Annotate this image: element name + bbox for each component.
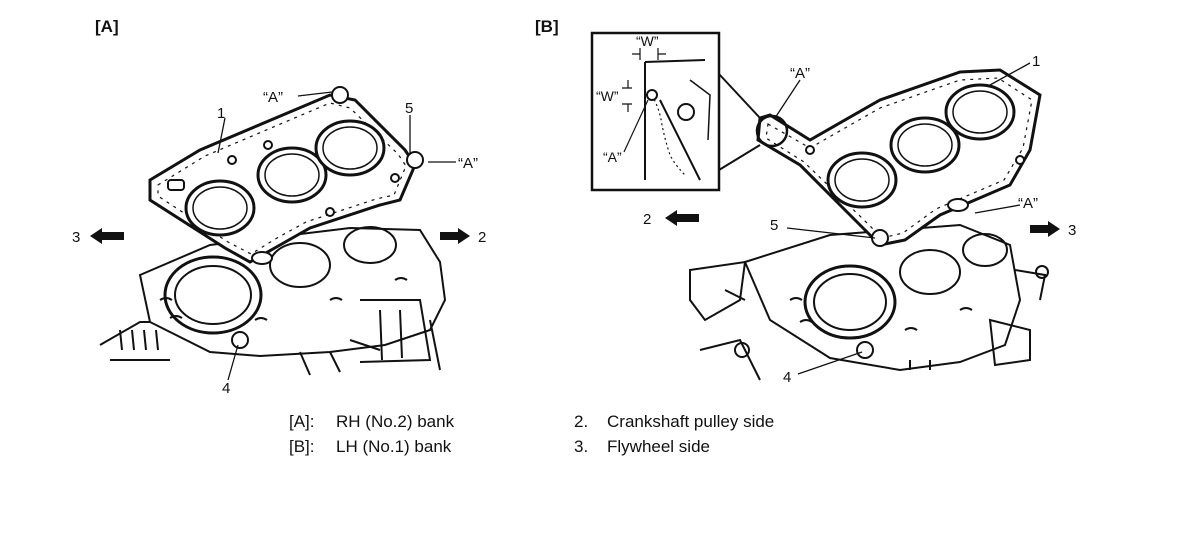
panel-b-inset-w-top: “W”	[636, 33, 659, 49]
panel-b-arrow-right-icon	[1030, 221, 1060, 237]
panel-b-num-5: 5	[770, 217, 778, 234]
legend-item-3: 3. Flywheel side	[574, 436, 774, 461]
panel-b-head-gasket	[755, 68, 1042, 247]
legend-key: 2.	[574, 412, 589, 431]
panel-a: [A] “A” “A” 1 5 3 2 4	[72, 17, 486, 397]
panel-a-arrow-right-icon	[440, 228, 470, 244]
legend-item-b: [B]: LH (No.1) bank	[289, 436, 454, 461]
legend-item-a: [A]: RH (No.2) bank	[289, 411, 454, 436]
legend-item-2: 2. Crankshaft pulley side	[574, 411, 774, 436]
panel-b-leaders	[774, 62, 1031, 375]
panel-b-inset: “W” “W” “A”	[590, 31, 761, 192]
panel-a-num-3: 3	[72, 229, 80, 246]
panel-b-engine-block	[689, 223, 1049, 381]
panel-b-callout-a-top: “A”	[790, 65, 810, 82]
panel-a-num-1: 1	[217, 105, 225, 122]
panel-b-inset-callout-a: “A”	[603, 149, 622, 165]
panel-b: “W” “W” “A” [B] “A” “A” 1 2 5 3 4	[535, 17, 1076, 386]
legend-key: [A]:	[289, 412, 315, 431]
panel-b-num-1: 1	[1032, 53, 1040, 70]
panel-a-callout-a-right: “A”	[458, 155, 478, 172]
legend-text: RH (No.2) bank	[336, 412, 455, 431]
panel-a-callout-a-top: “A”	[263, 89, 283, 106]
legend-right: 2. Crankshaft pulley side 3. Flywheel si…	[574, 411, 774, 461]
panel-b-num-4: 4	[783, 369, 791, 386]
legend-key: 3.	[574, 437, 589, 456]
panel-b-arrow-left-icon	[665, 210, 699, 226]
panel-b-callout-a-right: “A”	[1018, 195, 1038, 212]
panel-a-num-2: 2	[478, 229, 486, 246]
legend-left: [A]: RH (No.2) bank [B]: LH (No.1) bank	[289, 411, 454, 461]
panel-b-inset-w-side: “W”	[596, 88, 619, 104]
panel-a-engine-block	[99, 226, 447, 376]
panel-a-num-5: 5	[405, 100, 413, 117]
panel-a-arrow-left-icon	[90, 228, 124, 244]
panel-a-head-gasket	[148, 86, 424, 265]
legend-text: Crankshaft pulley side	[607, 412, 775, 431]
panel-b-num-2: 2	[643, 211, 651, 228]
legend-text: Flywheel side	[607, 437, 710, 456]
panel-b-num-3: 3	[1068, 222, 1076, 239]
legend-text: LH (No.1) bank	[336, 437, 452, 456]
legend-key: [B]:	[289, 437, 315, 456]
panel-a-leaders	[217, 91, 456, 381]
panel-a-num-4: 4	[222, 380, 230, 397]
panel-a-tag: [A]	[95, 17, 119, 36]
panel-b-tag: [B]	[535, 17, 559, 36]
